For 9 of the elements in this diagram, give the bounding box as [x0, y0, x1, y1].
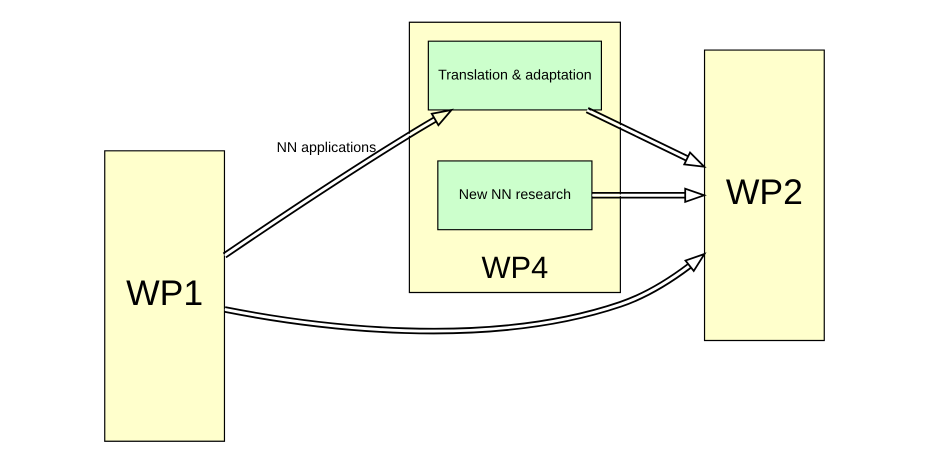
arrow	[586, 107, 707, 168]
edge-label: NN applications	[276, 140, 376, 156]
node-box: WP1	[104, 150, 226, 442]
arrow	[222, 108, 454, 258]
node-box: WP2	[704, 50, 825, 342]
arrow	[592, 187, 707, 204]
node-box: New NN research	[437, 160, 593, 230]
arrow	[224, 252, 707, 334]
node-box: Translation & adaptation	[428, 40, 602, 111]
